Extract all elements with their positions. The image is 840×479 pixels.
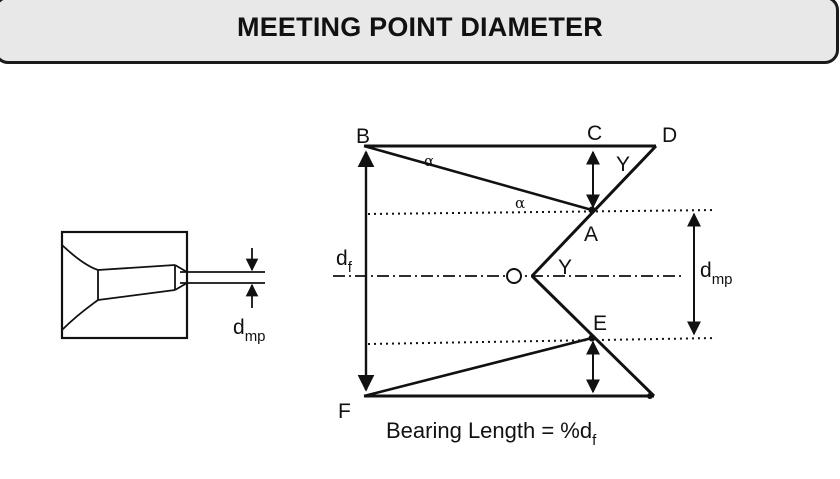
die-cone-bottom [97, 289, 176, 301]
geometry-diagram: B C D A E F α α Y Y df dmp Bearing Lengt… [333, 122, 733, 449]
angle-alpha-top: α [424, 152, 434, 170]
line-f-e [363, 336, 593, 398]
df-label: df [336, 247, 353, 276]
angle-alpha-lower: α [515, 194, 525, 212]
bearing-length-caption: Bearing Length = %df [386, 418, 597, 449]
dmp-right-label: dmp [700, 259, 733, 288]
die-bearing-top [174, 264, 188, 273]
angle-gamma-center: Y [558, 256, 572, 279]
point-e-marker [588, 334, 596, 342]
label-c: C [587, 122, 602, 145]
die-outline [60, 230, 189, 340]
label-a: A [584, 223, 598, 246]
page-title: MEETING POINT DIAMETER [237, 12, 603, 42]
die-entry-curve [61, 244, 99, 331]
label-e: E [593, 312, 607, 335]
line-b-a [363, 144, 593, 212]
bottom-corner-marker [647, 393, 653, 399]
label-b: B [356, 125, 370, 148]
point-o-marker [506, 268, 522, 284]
die-bearing-bottom [174, 282, 188, 291]
label-d: D [662, 124, 677, 147]
label-f: F [338, 400, 351, 423]
dotted-line-a [367, 209, 717, 215]
title-bar [0, 0, 839, 64]
dotted-line-e [367, 337, 717, 345]
die-cone-top [97, 264, 176, 271]
point-a-marker [588, 206, 596, 214]
die-sketch: dmp [60, 230, 266, 345]
angle-gamma-top: Y [616, 153, 630, 176]
dmp-label-small: dmp [233, 316, 266, 345]
